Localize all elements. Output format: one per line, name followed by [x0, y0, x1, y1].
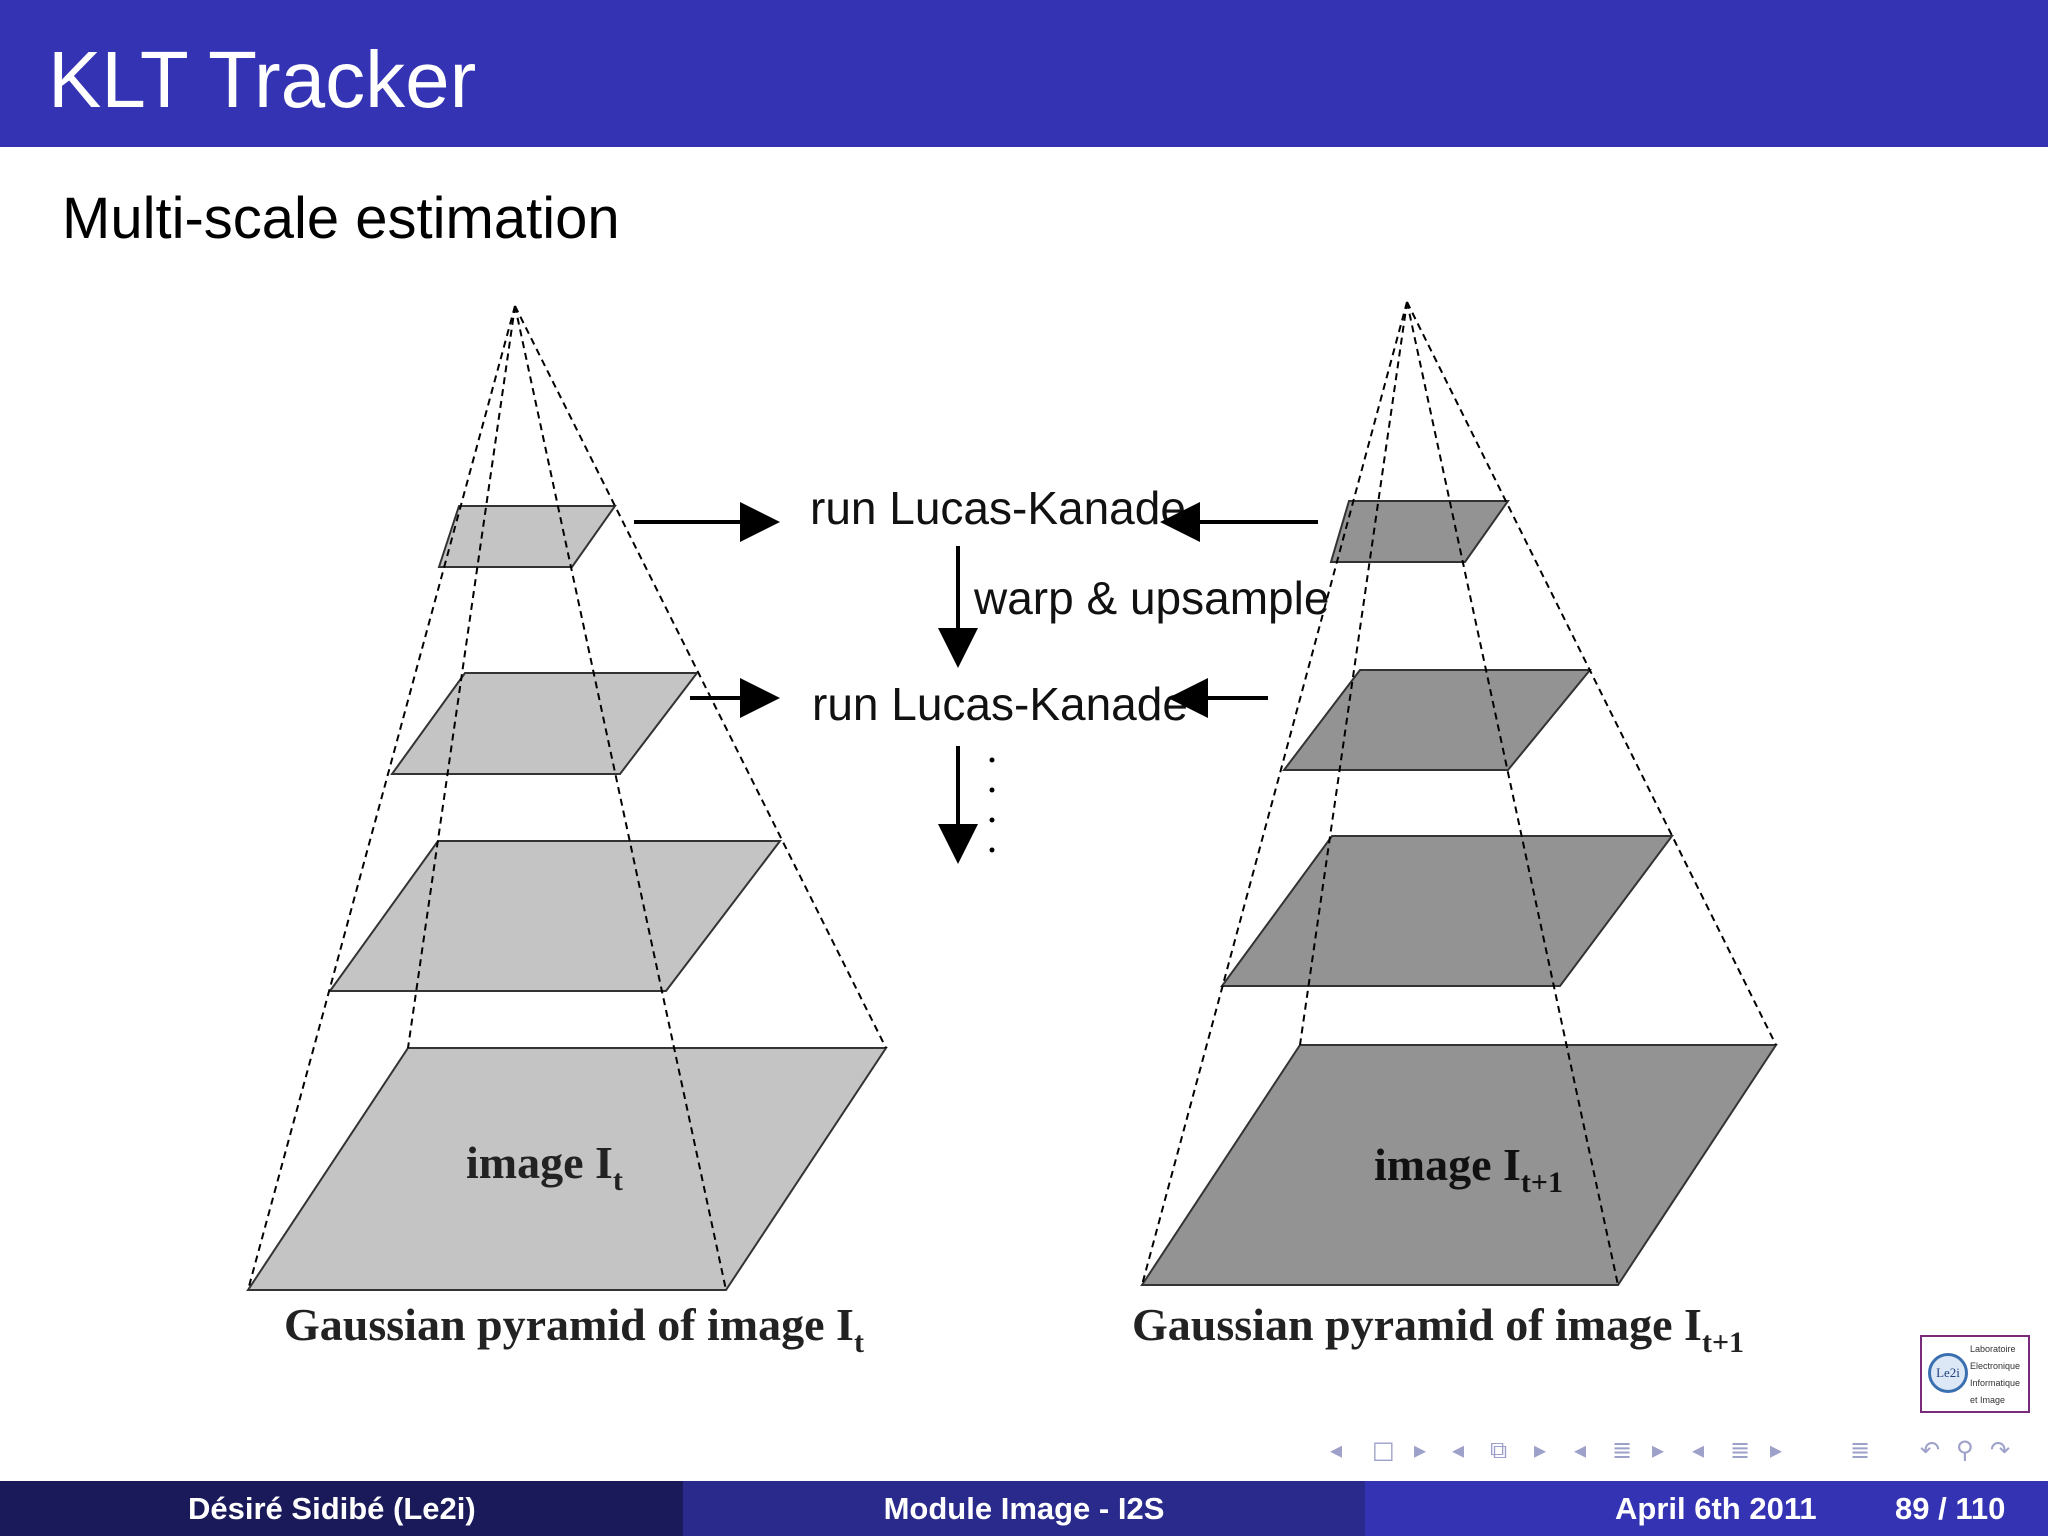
right-image-label: image It+1 — [1374, 1139, 1563, 1199]
beamer-navigation: ◂ □ ▸ ◂ ⧉ ▸ ◂ ≣ ▸ ◂ ≣ ▸ ≣ ↶ ⚲ ↷ — [1330, 1432, 2030, 1468]
logo-line: et Image — [1970, 1395, 2006, 1405]
slide-title: KLT Tracker — [48, 35, 477, 124]
right-pyramid: image It+1 Gaussian pyramid of image It+… — [1132, 301, 1778, 1359]
right-level-1-plane — [1329, 500, 1510, 563]
footer-module-segment: Module Image - I2S — [683, 1481, 1365, 1536]
le2i-logo: Le2i Laboratoire Electronique Informatiq… — [1920, 1335, 2030, 1413]
prev-section-icon[interactable]: ◂ — [1692, 1436, 1705, 1464]
left-pyramid-edges — [247, 305, 887, 1291]
footer-date: April 6th 2011 — [1615, 1491, 1817, 1526]
left-level-1-plane — [437, 505, 617, 568]
right-level-4-plane — [1140, 1044, 1778, 1286]
next-subsection-icon[interactable]: ▸ — [1652, 1436, 1665, 1464]
next-frame-icon[interactable]: ▸ — [1534, 1436, 1547, 1464]
slide-icon[interactable]: □ — [1372, 1436, 1395, 1464]
logo-text: Laboratoire Electronique Informatique et… — [1970, 1341, 2030, 1409]
logo-line: Laboratoire — [1970, 1344, 2016, 1354]
warp-label: warp & upsample — [973, 572, 1329, 624]
prev-subsection-icon[interactable]: ◂ — [1574, 1436, 1587, 1464]
left-caption: Gaussian pyramid of image It — [284, 1299, 864, 1359]
slide-footer: Désiré Sidibé (Le2i) Module Image - I2S … — [0, 1481, 2048, 1536]
left-level-2-plane — [390, 672, 700, 775]
pyramid-figure: image It Gaussian pyramid of image It im… — [0, 290, 2048, 1390]
left-level-3-plane — [328, 840, 783, 992]
subsection-icon[interactable]: ≣ — [1612, 1436, 1633, 1464]
run-label-top: run Lucas-Kanade — [810, 482, 1186, 534]
section-icon[interactable]: ≣ — [1730, 1436, 1751, 1464]
forward-icon[interactable]: ↷ — [1990, 1436, 2011, 1464]
logo-line: Electronique — [1970, 1361, 2021, 1371]
right-pyramid-edges — [1141, 301, 1777, 1286]
prev-slide-icon[interactable]: ◂ — [1330, 1436, 1343, 1464]
prev-frame-icon[interactable]: ◂ — [1452, 1436, 1465, 1464]
left-pyramid: image It Gaussian pyramid of image It — [246, 305, 888, 1359]
footer-author-segment: Désiré Sidibé (Le2i) — [0, 1481, 683, 1536]
logo-emblem: Le2i — [1928, 1353, 1968, 1393]
pyramid-diagram: image It Gaussian pyramid of image It im… — [246, 301, 1778, 1359]
right-level-2-plane — [1281, 669, 1593, 771]
back-icon[interactable]: ↶ — [1920, 1436, 1941, 1464]
next-slide-icon[interactable]: ▸ — [1414, 1436, 1427, 1464]
footer-author: Désiré Sidibé (Le2i) — [188, 1491, 476, 1526]
left-level-4-plane — [246, 1047, 888, 1291]
run-label-bottom: run Lucas-Kanade — [812, 678, 1188, 730]
logo-line: Informatique — [1970, 1378, 2021, 1388]
left-image-label: image It — [466, 1137, 623, 1197]
next-section-icon[interactable]: ▸ — [1770, 1436, 1783, 1464]
frame-icon[interactable]: ⧉ — [1490, 1436, 1508, 1464]
search-icon[interactable]: ⚲ — [1956, 1436, 1974, 1464]
slide-header: KLT Tracker — [0, 0, 2048, 147]
center-flow: run Lucas-Kanade run Lucas-Kanade warp &… — [634, 482, 1329, 864]
footer-page-number: 89 / 110 — [1895, 1491, 2006, 1526]
align-icon[interactable]: ≣ — [1850, 1436, 1871, 1464]
footer-module: Module Image - I2S — [883, 1491, 1165, 1526]
footer-date-segment: April 6th 2011 89 / 110 — [1365, 1481, 2048, 1536]
right-level-3-plane — [1220, 835, 1674, 987]
slide-subtitle: Multi-scale estimation — [62, 186, 620, 251]
continuation-dots — [989, 757, 995, 853]
right-caption: Gaussian pyramid of image It+1 — [1132, 1299, 1744, 1359]
